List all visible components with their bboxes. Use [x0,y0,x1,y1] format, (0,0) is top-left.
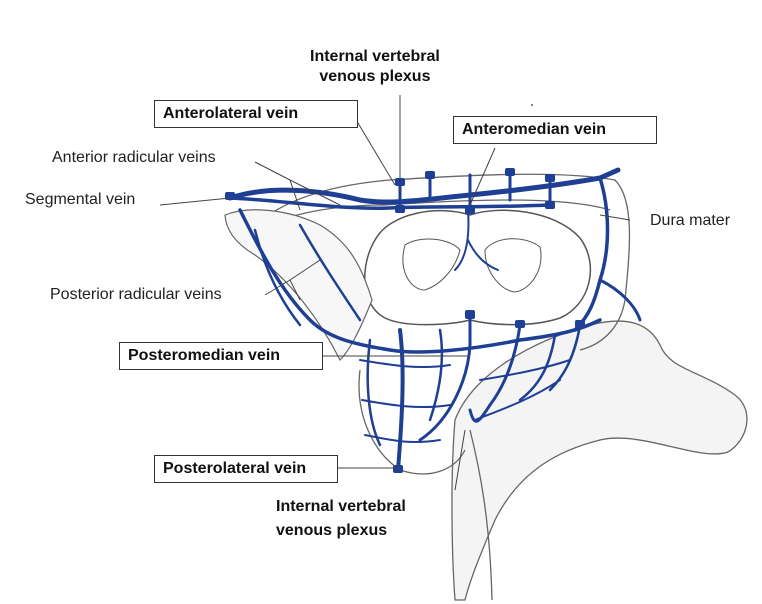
label-posterior-radicular-veins: Posterior radicular veins [50,286,222,303]
label-posterolateral-vein: Posterolateral vein [154,455,338,483]
label-anterior-radicular-veins: Anterior radicular veins [52,149,216,166]
label-internal-vertebral-plexus-top-line1: Internal vertebral [310,48,440,65]
leader-lines [159,95,631,491]
label-segmental-vein: Segmental vein [25,191,136,208]
label-internal-vertebral-plexus-bottom-line1: Internal vertebral [276,498,406,515]
label-internal-vertebral-plexus-bottom-line2: venous plexus [276,522,388,539]
label-dura-mater: Dura mater [650,212,731,229]
label-internal-vertebral-plexus-top: Internal vertebral venous plexus [310,47,440,87]
spinal-cord [364,209,592,326]
label-anteromedian-vein: Anteromedian vein [453,116,657,144]
vein-stubs [225,168,585,473]
vertebra-outline [451,320,748,601]
veins [227,167,642,472]
label-internal-vertebral-plexus-bottom: Internal vertebral venous plexus [276,497,406,541]
speck [531,104,533,106]
label-anterolateral-vein: Anterolateral vein [154,100,358,128]
label-internal-vertebral-plexus-top-line2: venous plexus [319,68,431,85]
label-posteromedian-vein: Posteromedian vein [119,342,323,370]
nerve-root [224,209,373,362]
